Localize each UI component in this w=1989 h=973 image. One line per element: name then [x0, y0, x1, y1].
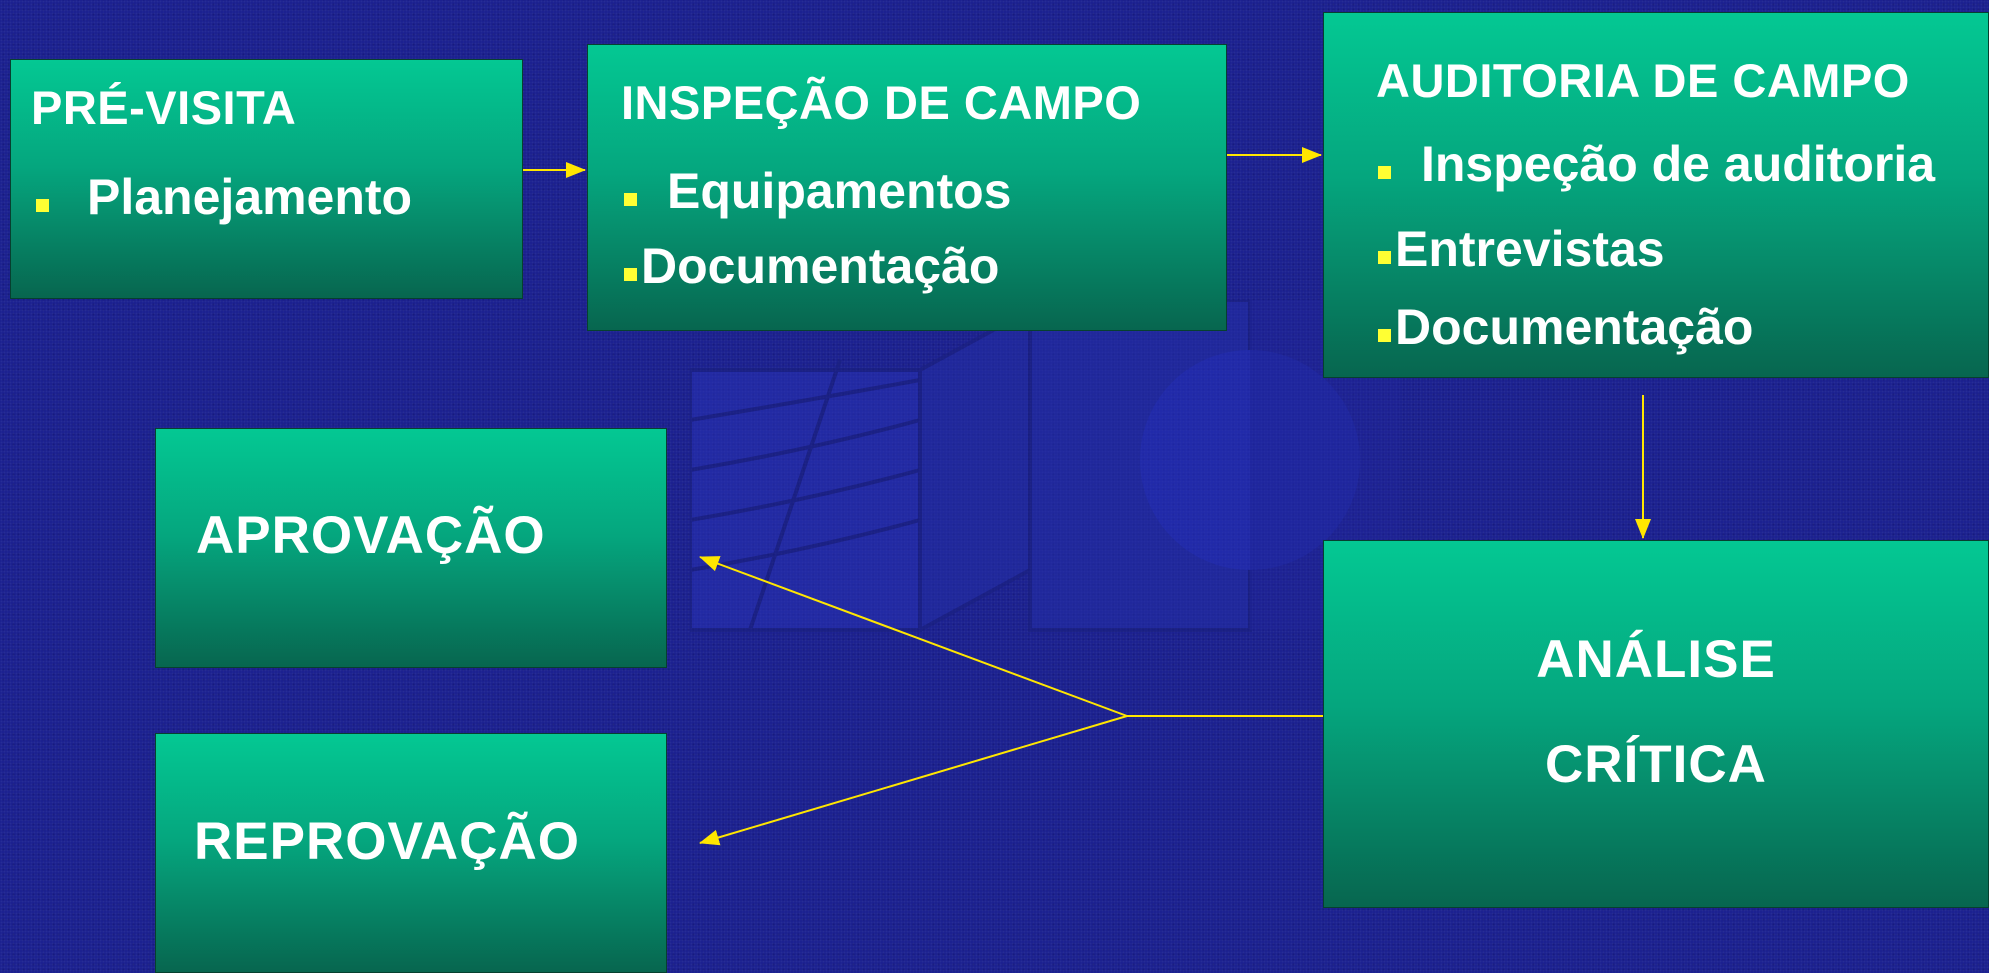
list-item: Equipamentos	[624, 162, 1011, 220]
list-item: Planejamento	[36, 168, 412, 226]
node-analise-critica: ANÁLISE CRÍTICA	[1323, 540, 1989, 908]
node-aprovacao: APROVAÇÃO	[155, 428, 667, 668]
node-title: INSPEÇÃO DE CAMPO	[621, 76, 1142, 129]
node-inspecao-de-campo: INSPEÇÃO DE CAMPO Equipamentos Documenta…	[587, 44, 1227, 331]
node-auditoria-de-campo: AUDITORIA DE CAMPO Inspeção de auditoria…	[1323, 12, 1989, 378]
item-label: Inspeção de auditoria	[1421, 136, 1936, 192]
node-title: REPROVAÇÃO	[194, 812, 580, 871]
bullet-icon	[36, 198, 49, 212]
item-label: Equipamentos	[667, 163, 1012, 219]
node-title: PRÉ-VISITA	[31, 81, 297, 134]
list-item: Documentação	[624, 237, 999, 295]
item-label: Documentação	[641, 238, 1000, 294]
arrow-analise-to-reprovacao	[699, 715, 1128, 846]
node-title: AUDITORIA DE CAMPO	[1376, 54, 1910, 107]
item-label: Entrevistas	[1395, 221, 1665, 277]
list-item: Documentação	[1378, 298, 1753, 356]
list-item: Inspeção de auditoria	[1378, 135, 1935, 193]
node-reprovacao: REPROVAÇÃO	[155, 733, 667, 973]
item-label: Planejamento	[87, 169, 413, 225]
node-title-line-1: ANÁLISE	[1536, 630, 1776, 689]
list-item: Entrevistas	[1378, 220, 1665, 278]
bullet-icon	[1378, 165, 1391, 179]
node-pre-visita: PRÉ-VISITA Planejamento	[10, 59, 523, 299]
bullet-icon	[624, 192, 637, 206]
bullet-icon	[1378, 250, 1391, 264]
node-title: APROVAÇÃO	[196, 506, 546, 565]
node-title-line-2: CRÍTICA	[1545, 735, 1767, 794]
background-emblem	[690, 300, 1400, 634]
bullet-icon	[624, 267, 637, 281]
bullet-icon	[1378, 328, 1391, 342]
item-label: Documentação	[1395, 299, 1754, 355]
